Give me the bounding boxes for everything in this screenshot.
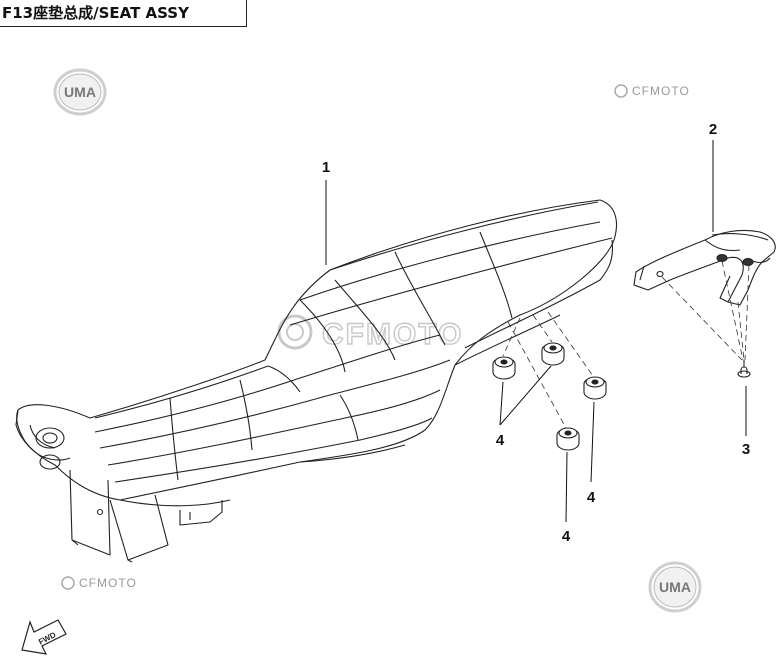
uma-logo-text: UMA (64, 84, 96, 100)
uma-logo-text: UMA (659, 579, 691, 595)
grommet-1 (492, 356, 516, 380)
cfmoto-logo-bottom-left: CFMOTO (61, 576, 137, 590)
grommet-4 (556, 427, 580, 451)
grommet-drawings (492, 342, 607, 451)
callout-part-3: 3 (742, 441, 750, 458)
seat-drawing (15, 199, 618, 563)
grommet-3 (583, 376, 607, 400)
cfmoto-logo-top-right: CFMOTO (614, 84, 690, 98)
cfmoto-logo-text: CFMOTO (632, 84, 690, 98)
forward-direction-arrow: FWD (21, 619, 67, 655)
cfmoto-logo-text: CFMOTO (322, 318, 463, 351)
assembly-guide-lines (502, 260, 750, 429)
uma-logo-top-left: UMA (53, 68, 107, 116)
leader-lines (325, 140, 747, 523)
callout-part-4: 4 (562, 528, 571, 545)
diagram-title: F13座垫总成/SEAT ASSY (0, 0, 247, 27)
bolt-drawing (737, 360, 751, 378)
callout-part-4: 4 (496, 432, 505, 449)
callout-part-1: 1 (322, 159, 330, 176)
callout-part-4: 4 (587, 489, 596, 506)
cfmoto-logo-center: CFMOTO (277, 314, 463, 352)
grab-rail-drawing (633, 229, 776, 306)
uma-logo-bottom-right: UMA (648, 561, 702, 613)
cfmoto-logo-text: CFMOTO (79, 576, 137, 590)
callout-part-2: 2 (709, 121, 717, 138)
grommet-2 (541, 342, 565, 366)
